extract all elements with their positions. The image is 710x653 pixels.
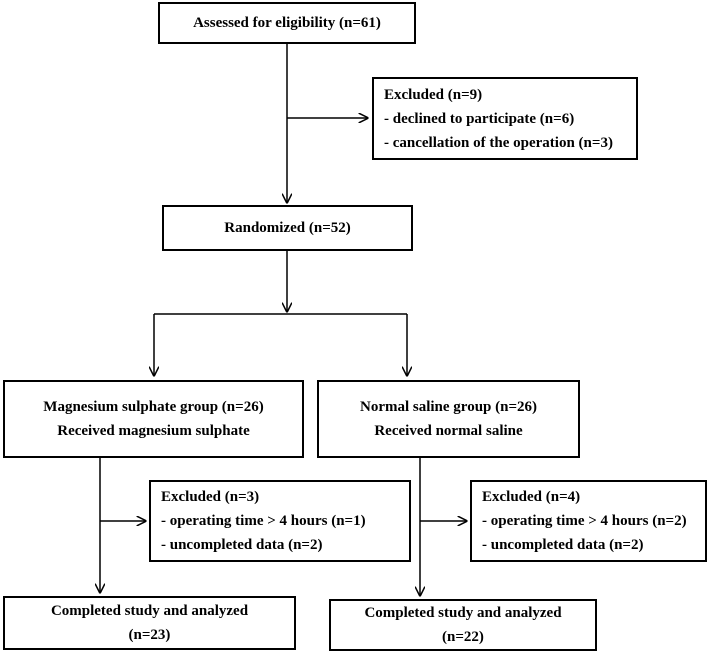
magnesium-group-title: Magnesium sulphate group (n=26) (43, 399, 264, 415)
excluded-saline-item: - operating time > 4 hours (n=2) (482, 513, 687, 529)
excluded-saline-item: - uncompleted data (n=2) (482, 537, 644, 553)
excluded-top-item: - cancellation of the operation (n=3) (384, 134, 613, 151)
completed-magnesium-title: Completed study and analyzed (50, 603, 249, 619)
magnesium-group-subtitle: Received magnesium sulphate (57, 423, 250, 439)
excluded-magnesium-title: Excluded (n=3) (161, 489, 260, 505)
excluded-magnesium-box: Excluded (n=3) - operating time > 4 hour… (149, 480, 411, 562)
assessed-text: Assessed for eligibility (n=61) (193, 15, 381, 31)
saline-group-subtitle: Received normal saline (374, 423, 523, 439)
magnesium-group-box: Magnesium sulphate group (n=26) Received… (3, 380, 304, 458)
completed-saline-title: Completed study and analyzed (364, 605, 562, 621)
excluded-magnesium-item: - uncompleted data (n=2) (161, 537, 323, 553)
excluded-saline-title: Excluded (n=4) (482, 489, 581, 505)
randomized-text: Randomized (n=52) (224, 220, 351, 236)
saline-group-title: Normal saline group (n=26) (359, 399, 538, 415)
randomized-box: Randomized (n=52) (162, 205, 413, 251)
completed-magnesium-box: Completed study and analyzed (n=23) (3, 596, 296, 650)
excluded-magnesium-item: - operating time > 4 hours (n=1) (161, 513, 366, 529)
completed-saline-box: Completed study and analyzed (n=22) (329, 599, 597, 651)
assessed-box: Assessed for eligibility (n=61) (158, 2, 416, 44)
excluded-top-item: - declined to participate (n=6) (384, 110, 575, 127)
excluded-saline-box: Excluded (n=4) - operating time > 4 hour… (470, 480, 707, 562)
excluded-top-box: Excluded (n=9) - declined to participate… (372, 77, 638, 160)
saline-group-box: Normal saline group (n=26) Received norm… (317, 380, 580, 458)
excluded-top-title: Excluded (n=9) (384, 86, 483, 103)
completed-saline-count: (n=22) (442, 629, 484, 645)
completed-magnesium-count: (n=23) (128, 627, 171, 643)
